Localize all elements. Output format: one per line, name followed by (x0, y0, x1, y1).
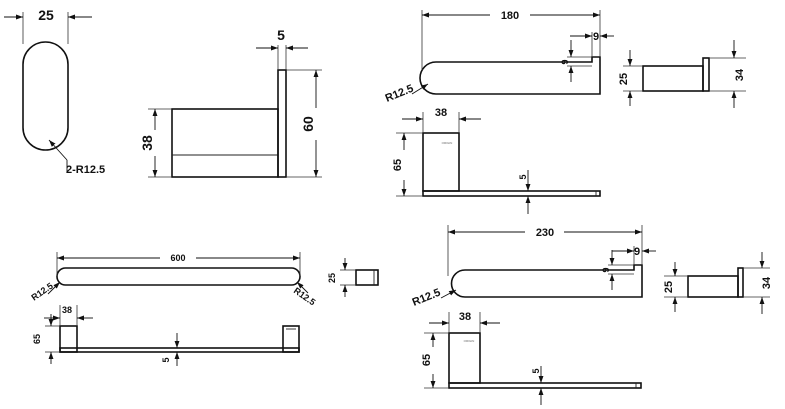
dim-5-bar: 5 (161, 357, 171, 362)
end-view-plate (702, 57, 710, 92)
arm-180-top-view: 180 9 9 R12.5 (384, 10, 614, 105)
dim-width-25: 25 (38, 7, 54, 23)
bar-600-end-view: 25 (327, 258, 379, 297)
dim-height-38: 38 (139, 135, 155, 151)
dim-radius-r125: R12.5 (384, 83, 416, 105)
dim-length-600: 600 (170, 253, 185, 263)
dim-9-vertical-230: 9 (601, 267, 611, 272)
arm-230-end-view: 25 34 (663, 252, 773, 314)
dim-5-230: 5 (531, 368, 541, 373)
dim-38-bar: 38 (62, 305, 72, 315)
dim-38: 38 (435, 107, 447, 119)
bar-600-top-view: 600 R12.5 R12.5 (29, 252, 317, 307)
dim-25-230: 25 (663, 281, 675, 293)
arm-180-outline (419, 56, 601, 95)
dim-9-vertical: 9 (560, 59, 570, 64)
dim-length-180: 180 (501, 10, 519, 22)
bar-600-end-body (355, 269, 379, 286)
leader-line (411, 83, 429, 95)
dim-65-bar: 65 (32, 334, 42, 344)
dim-radius-right: R12.5 (292, 285, 317, 307)
dim-radius-230: R12.5 (411, 287, 443, 309)
dim-65-230: 65 (421, 354, 433, 366)
arm-230-front-view: ORIGIN 38 65 5 (421, 311, 642, 405)
dim-38-230: 38 (459, 311, 471, 323)
leader-line (440, 289, 457, 299)
arm-bar-230 (448, 382, 642, 389)
end-view-body (642, 65, 704, 92)
bar-600 (59, 347, 300, 353)
dim-34-230: 34 (761, 276, 773, 289)
hook-side-view: 5 60 38 (139, 27, 322, 178)
dim-length-230: 230 (536, 227, 554, 239)
leader-line (48, 139, 68, 161)
bar-600-front-view: 38 65 5 (32, 305, 300, 366)
dim-9-horizontal-230: 9 (634, 246, 640, 258)
dim-5: 5 (518, 174, 528, 179)
dim-25-bar: 25 (327, 273, 337, 283)
arm-230-outline (450, 264, 643, 298)
hook-body (171, 108, 279, 178)
dim-34: 34 (734, 68, 746, 81)
dim-thickness-5: 5 (277, 27, 285, 43)
dim-height-60: 60 (300, 116, 316, 132)
leader-line (47, 281, 61, 295)
oval-outline (22, 41, 69, 151)
oval-front-view: 25 2-R12.5 (4, 7, 105, 176)
brand-mark: ORIGIN (442, 141, 453, 145)
dim-radius-2r125: 2-R12.5 (66, 164, 105, 176)
arm-230-top-view: 230 9 9 R12.5 (411, 225, 656, 309)
brand-mark-230: ORIGIN (464, 339, 475, 343)
arm-180-front-view: ORIGIN 38 65 5 (392, 107, 601, 214)
dim-25: 25 (618, 73, 630, 85)
dim-9-horizontal: 9 (593, 31, 599, 43)
bar-600-outline (56, 267, 301, 286)
arm-bar (422, 190, 601, 197)
leader-line (296, 281, 309, 294)
hook-wall-plate (277, 69, 287, 178)
end-view-body-230 (687, 275, 739, 298)
dim-65: 65 (392, 159, 404, 171)
dim-radius-left: R12.5 (29, 281, 54, 303)
end-view-plate-230 (737, 267, 744, 298)
arm-180-end-view: 25 34 (618, 40, 746, 108)
